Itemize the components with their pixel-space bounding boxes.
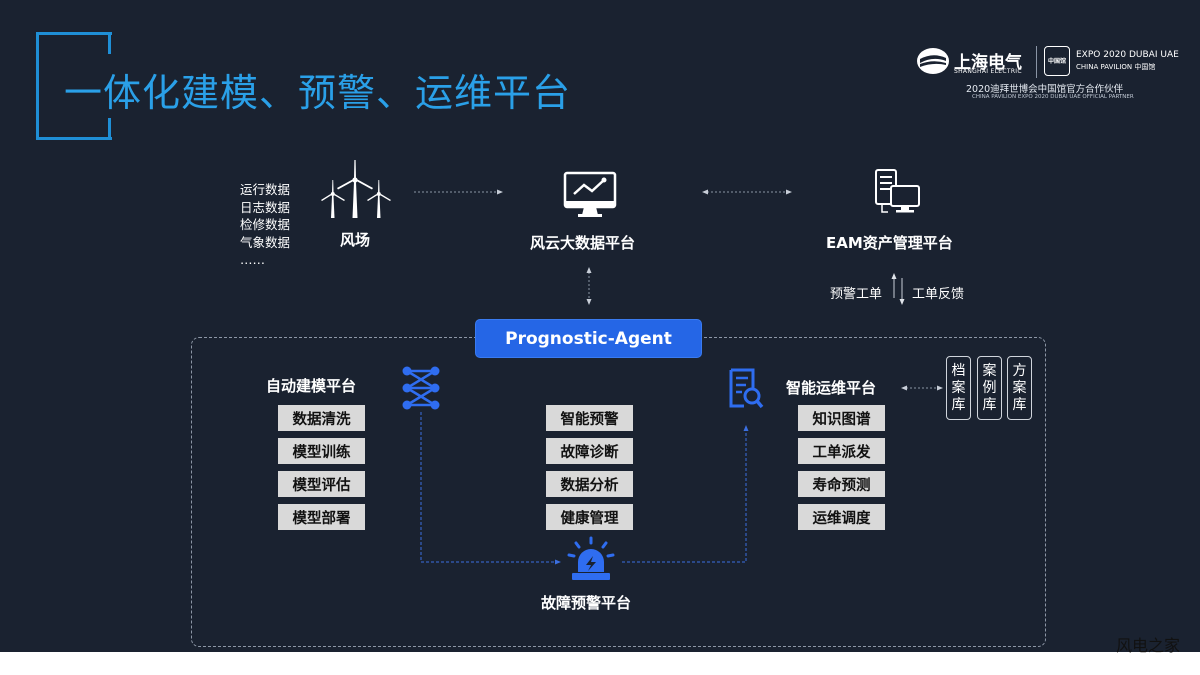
fault-warning-platform-label: 故障预警平台 [541,594,632,612]
library-char: 方 [1012,362,1027,379]
eam-platform-label: EAM资产管理平台 [826,234,953,252]
title-frame-cap-bottom [108,118,111,140]
library-char: 库 [951,396,966,413]
alarm-light-icon [567,536,615,580]
watermark-text: 风电之家 [1116,636,1181,655]
module-om-scheduling: 运维调度 [798,504,885,530]
module-smart-warning: 智能预警 [546,405,633,431]
module-health-management: 健康管理 [546,504,633,530]
shanghai-electric-logo-icon [917,48,949,74]
module-knowledge-graph: 知识图谱 [798,405,885,431]
document-search-icon [729,368,764,409]
library-char: 案 [1012,379,1027,396]
module-fault-diagnosis: 故障诊断 [546,438,633,464]
title-frame [36,32,112,140]
logo-company-en: SHANGHAI ELECTRIC [954,68,1022,75]
library-plan: 方 案 库 [1007,356,1032,420]
wind-farm-label: 风场 [340,231,371,249]
title-frame-cap-top [108,32,111,54]
module-data-cleaning: 数据清洗 [278,405,365,431]
expo-line-1: EXPO 2020 DUBAI UAE [1076,50,1179,60]
monitor-chart-icon [563,171,617,217]
server-computer-icon [875,169,920,213]
data-source-item: 日志数据 [240,199,291,215]
library-char: 档 [951,362,966,379]
data-source-item: 运行数据 [240,182,291,197]
module-model-training: 模型训练 [278,438,365,464]
partner-text-cn: 2020迪拜世博会中国馆官方合作伙伴 [966,84,1124,95]
expo-badge-text: 中国馆 [1047,58,1066,65]
expo-line-2: CHINA PAVILION 中国馆 [1076,63,1156,71]
data-source-item: …… [240,252,265,267]
library-case: 案 例 库 [977,356,1002,420]
logo-separator [1036,46,1037,78]
prognostic-agent-banner: Prognostic-Agent [476,320,701,357]
big-data-platform-label: 风云大数据平台 [530,234,636,252]
partner-text-en: CHINA PAVILION EXPO 2020 DUBAI UAE OFFIC… [972,94,1134,100]
page-title: 一体化建模、预警、运维平台 [64,71,572,115]
logo-company-cn: 上海电气 [954,53,1022,73]
library-char: 例 [982,379,997,396]
prognostic-agent-label: Prognostic-Agent [505,328,672,349]
smart-om-platform-label: 智能运维平台 [786,379,877,397]
library-char: 库 [982,396,997,413]
warning-work-order-label: 预警工单 [830,287,883,302]
library-char: 案 [982,362,997,379]
module-model-deployment: 模型部署 [278,504,365,530]
wind-turbine-icon [321,160,391,218]
expo-badge-icon: 中国馆 [1044,46,1070,76]
library-char: 案 [951,379,966,396]
auto-modeling-platform-label: 自动建模平台 [266,377,357,395]
data-source-list: 运行数据 日志数据 检修数据 气象数据 …… [240,181,290,269]
module-life-prediction: 寿命预测 [798,471,885,497]
module-work-order-dispatch: 工单派发 [798,438,885,464]
module-model-evaluation: 模型评估 [278,471,365,497]
bottom-strip [0,652,1200,675]
company-logo: 上海电气 SHANGHAI ELECTRIC 中国馆 EXPO 2020 DUB… [916,44,1179,94]
work-order-feedback-label: 工单反馈 [912,287,965,302]
data-source-item: 检修数据 [240,217,291,232]
data-source-item: 气象数据 [240,234,291,250]
module-data-analysis: 数据分析 [546,471,633,497]
library-archive: 档 案 库 [946,356,971,420]
library-char: 库 [1012,396,1027,413]
neural-network-icon [402,366,440,410]
